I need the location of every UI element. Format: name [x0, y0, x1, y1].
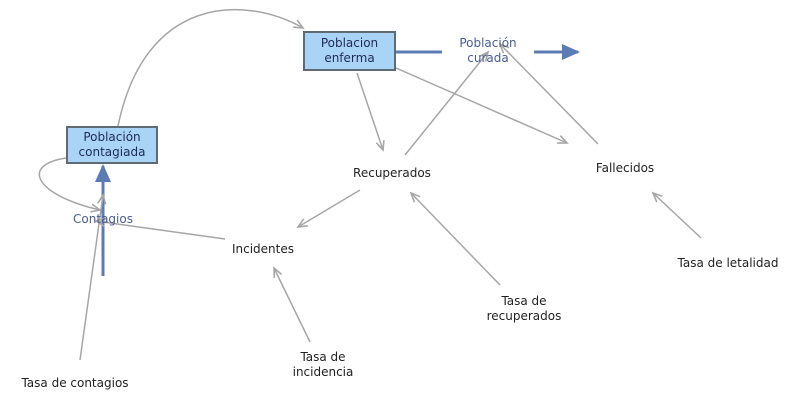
var-tasa-contagios[interactable]: Tasa de contagios — [21, 376, 129, 390]
var-recuperados[interactable]: Recuperados — [353, 166, 431, 180]
link-tasa-letalidad-to-fallecidos — [651, 191, 702, 239]
var-incidentes[interactable]: Incidentes — [231, 242, 295, 256]
stock-poblacion-contagiada[interactable]: Población contagiada — [66, 126, 158, 164]
link-tasa-recuperados-to-recuperados — [409, 191, 501, 286]
link-incidentes-to-contagios — [94, 217, 226, 240]
var-tasa-incidencia[interactable]: Tasa de incidencia — [292, 350, 354, 379]
link-enferma-to-recuperados — [356, 72, 385, 152]
link-tasa-contagios-to-contagios — [79, 193, 107, 361]
var-tasa-recuperados[interactable]: Tasa de recuperados — [486, 294, 562, 323]
link-fallecidos-to-curada — [498, 42, 599, 145]
link-enferma-to-fallecidos — [395, 67, 569, 144]
stock-label: Población contagiada — [78, 130, 146, 159]
flow-poblacion-curada[interactable]: Población curada — [459, 36, 517, 65]
var-tasa-letalidad[interactable]: Tasa de letalidad — [677, 256, 779, 270]
link-recuperados-to-incidentes — [296, 189, 361, 229]
link-recuperados-to-curada — [404, 50, 490, 156]
link-tasa-incidencia-to-incidentes — [273, 266, 311, 343]
link-contagiada-to-contagios — [38, 157, 102, 213]
links — [38, 8, 702, 361]
flow-contagios[interactable]: Contagios — [73, 212, 133, 226]
stock-label: Poblacion enferma — [320, 36, 379, 65]
link-contagiada-to-enferma — [117, 8, 305, 127]
stock-poblacion-enferma[interactable]: Poblacion enferma — [303, 31, 396, 71]
var-fallecidos[interactable]: Fallecidos — [595, 161, 655, 175]
